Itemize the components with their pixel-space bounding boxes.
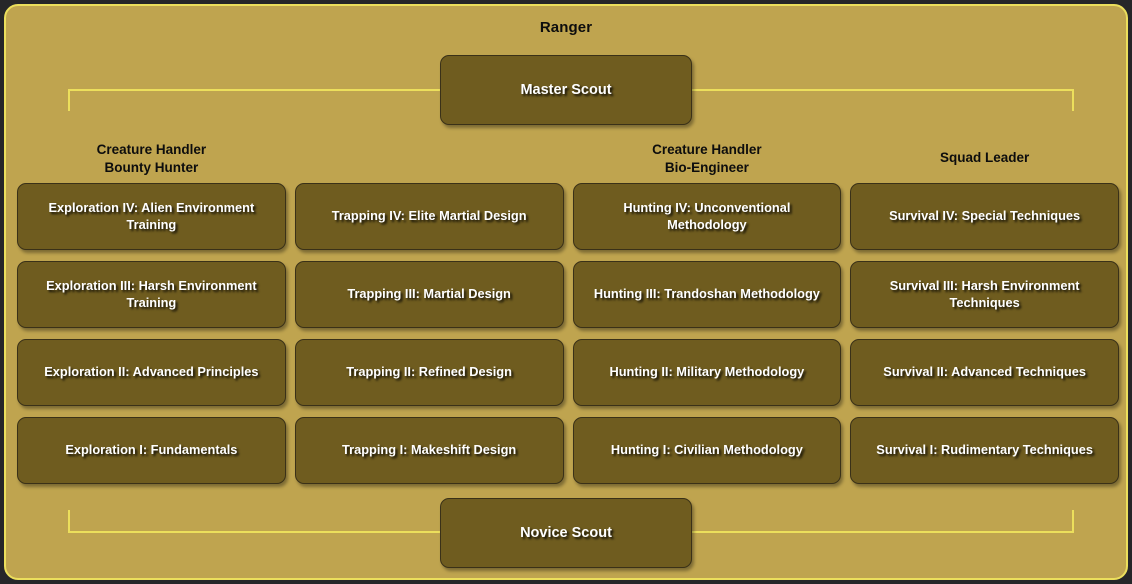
skill-label: Trapping II: Refined Design [346,364,512,380]
skill-label: Hunting I: Civilian Methodology [610,442,803,458]
skill-box[interactable]: Hunting IV: Unconventional Methodology [572,183,842,250]
skill-label: Exploration IV: Alien Environment Traini… [48,199,255,232]
connector-top-right-vertical [1072,89,1074,111]
novice-skill-label: Novice Scout [520,525,612,541]
column-header-trapping [295,134,564,183]
skill-label: Exploration II: Advanced Principles [44,364,259,380]
column-header-line-1: Squad Leader [939,150,1030,166]
skill-columns: Creature Handler Bounty Hunter Explorati… [17,134,1119,495]
skill-label: Survival I: Rudimentary Techniques [876,442,1093,458]
master-skill-box[interactable]: Master Scout [440,55,692,125]
master-skill-label: Master Scout [520,82,612,98]
skill-box[interactable]: Hunting II: Military Methodology [572,339,842,406]
skill-box[interactable]: Hunting III: Trandoshan Methodology [572,261,842,328]
skill-label: Survival II: Advanced Techniques [883,364,1086,380]
skill-tree-panel: Ranger Master Scout Novice Scout Creatur… [4,4,1128,580]
column-header-line-1: Creature Handler [652,141,762,157]
skill-box[interactable]: Survival IV: Special Techniques [850,183,1119,250]
skill-box[interactable]: Trapping II: Refined Design [294,339,564,406]
connector-bottom-right-vertical [1072,510,1074,532]
skill-label: Hunting IV: Unconventional Methodology [623,199,791,232]
connector-bottom-left-vertical [68,510,70,532]
skill-box[interactable]: Exploration IV: Alien Environment Traini… [17,183,286,250]
skill-label: Hunting II: Military Methodology [609,364,805,380]
column-header-line-2: Bounty Hunter [104,160,199,175]
column-header-hunting: Creature Handler Bio-Engineer [573,134,842,183]
page-title: Ranger [539,19,593,36]
skill-box[interactable]: Exploration II: Advanced Principles [17,339,286,406]
skill-box[interactable]: Trapping I: Makeshift Design [294,417,564,484]
skill-box[interactable]: Survival III: Harsh Environment Techniqu… [850,261,1119,328]
skill-column-exploration: Creature Handler Bounty Hunter Explorati… [17,134,286,495]
skill-box[interactable]: Hunting I: Civilian Methodology [572,417,842,484]
column-header-line-2: Bio-Engineer [664,160,749,175]
skill-box[interactable]: Trapping III: Martial Design [294,261,564,328]
skill-label: Survival IV: Special Techniques [889,208,1081,224]
skill-box[interactable]: Exploration III: Harsh Environment Train… [17,261,286,328]
skill-label: Exploration III: Harsh Environment Train… [46,277,257,310]
skill-column-trapping: Trapping IV: Elite Martial Design Trappi… [294,134,564,495]
skill-label: Trapping I: Makeshift Design [342,442,517,458]
skill-label: Trapping III: Martial Design [347,286,511,302]
column-header-line-1: Creature Handler [96,141,207,157]
novice-skill-box[interactable]: Novice Scout [440,498,692,568]
skill-label: Hunting III: Trandoshan Methodology [593,286,820,302]
skill-label: Exploration I: Fundamentals [65,442,238,458]
column-header-exploration: Creature Handler Bounty Hunter [17,134,286,183]
skill-box[interactable]: Survival II: Advanced Techniques [850,339,1119,406]
skill-label: Trapping IV: Elite Martial Design [331,208,527,224]
skill-box[interactable]: Survival I: Rudimentary Techniques [850,417,1119,484]
skill-box[interactable]: Trapping IV: Elite Martial Design [294,183,564,250]
skill-column-hunting: Creature Handler Bio-Engineer Hunting IV… [572,134,842,495]
connector-top-left-vertical [68,89,70,111]
column-header-survival: Squad Leader [850,134,1119,183]
skill-label: Survival III: Harsh Environment Techniqu… [889,277,1080,310]
skill-column-survival: Squad Leader Survival IV: Special Techni… [850,134,1119,495]
skill-box[interactable]: Exploration I: Fundamentals [17,417,286,484]
